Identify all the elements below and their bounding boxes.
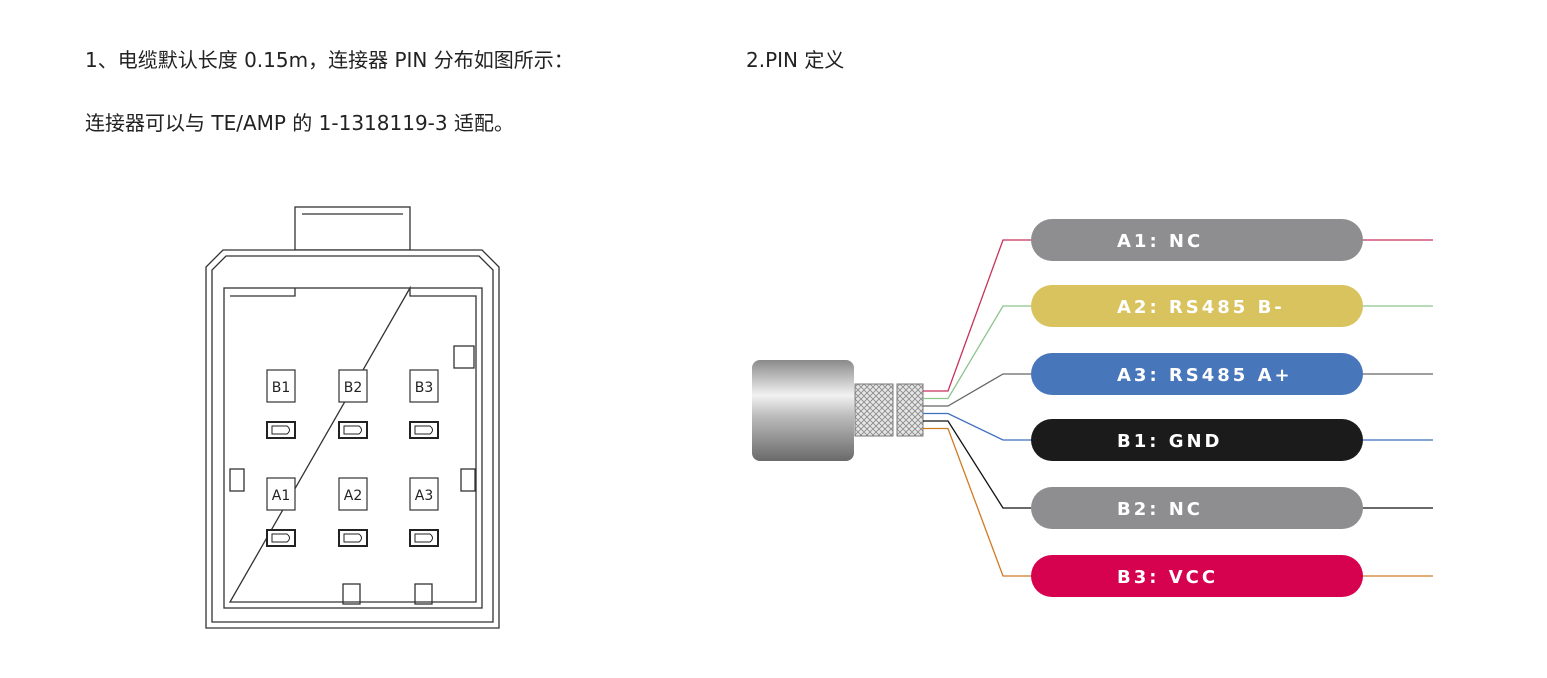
wire [923,420,1032,509]
pin-definition-label: B1: GND [1117,431,1223,452]
pin-label-box [266,477,296,511]
pin-definition-list: A1: NC A2: RS485 B- A3: RS485 A+ B1: GND B2:… [1031,219,1363,597]
pin-definition-label: A1: NC [1117,231,1203,252]
pin-contact-detail [343,533,362,543]
wire [923,427,1032,577]
pin-definition-pill [1031,555,1363,597]
pin-label-box [409,477,439,511]
pin-contact-detail [414,533,433,543]
pin-contact [409,529,439,547]
pin-definition-label: A3: RS485 A+ [1117,365,1293,386]
compatibility-text: 连接器可以与 TE/AMP 的 1-1318119-3 适配。 [85,111,514,135]
cable-length-text: 1、电缆默认长度 0.15m，连接器 PIN 分布如图所示： [85,48,574,72]
cable-drawing [752,360,924,461]
connector-face-drawing [205,206,500,629]
pin-contact [338,421,368,439]
pin-label: A3 [415,488,433,504]
pin-definition-label: B3: VCC [1117,567,1218,588]
pin-definition-pill [1031,285,1363,327]
pin-definition-label: B2: NC [1117,499,1203,520]
pin-label: B1 [272,380,291,396]
connector-cavity [223,287,483,609]
cable-braid [896,383,924,437]
wire [923,239,1032,392]
pin-contact [409,421,439,439]
pin-contact-detail [271,425,290,435]
wire [923,412,1032,441]
pin-definition-pill [1031,353,1363,395]
wire [923,373,1032,407]
pin-label-box [409,369,439,403]
pin-label-box [338,369,368,403]
pin-definition-pill [1031,219,1363,261]
pin-contact [266,421,296,439]
pin-label: A2 [344,488,362,504]
pin-label: B3 [415,380,434,396]
wire [923,305,1032,400]
pin-definition-label: A2: RS485 B- [1117,297,1285,318]
pin-contact-detail [271,533,290,543]
pin-contact-detail [343,425,362,435]
pin-contact-detail [414,425,433,435]
pin-contact [338,529,368,547]
pin-definition-pill [1031,419,1363,461]
pin-label-box [338,477,368,511]
pin-label-box [266,369,296,403]
pin-definition-heading: 2.PIN 定义 [746,48,845,72]
cable-end-cylinder [752,360,854,461]
pin-label: A1 [272,488,290,504]
wires [923,239,1433,577]
pin-contact [266,529,296,547]
cable-braid [854,383,894,437]
pin-definition-pill [1031,487,1363,529]
pin-label: B2 [344,380,363,396]
